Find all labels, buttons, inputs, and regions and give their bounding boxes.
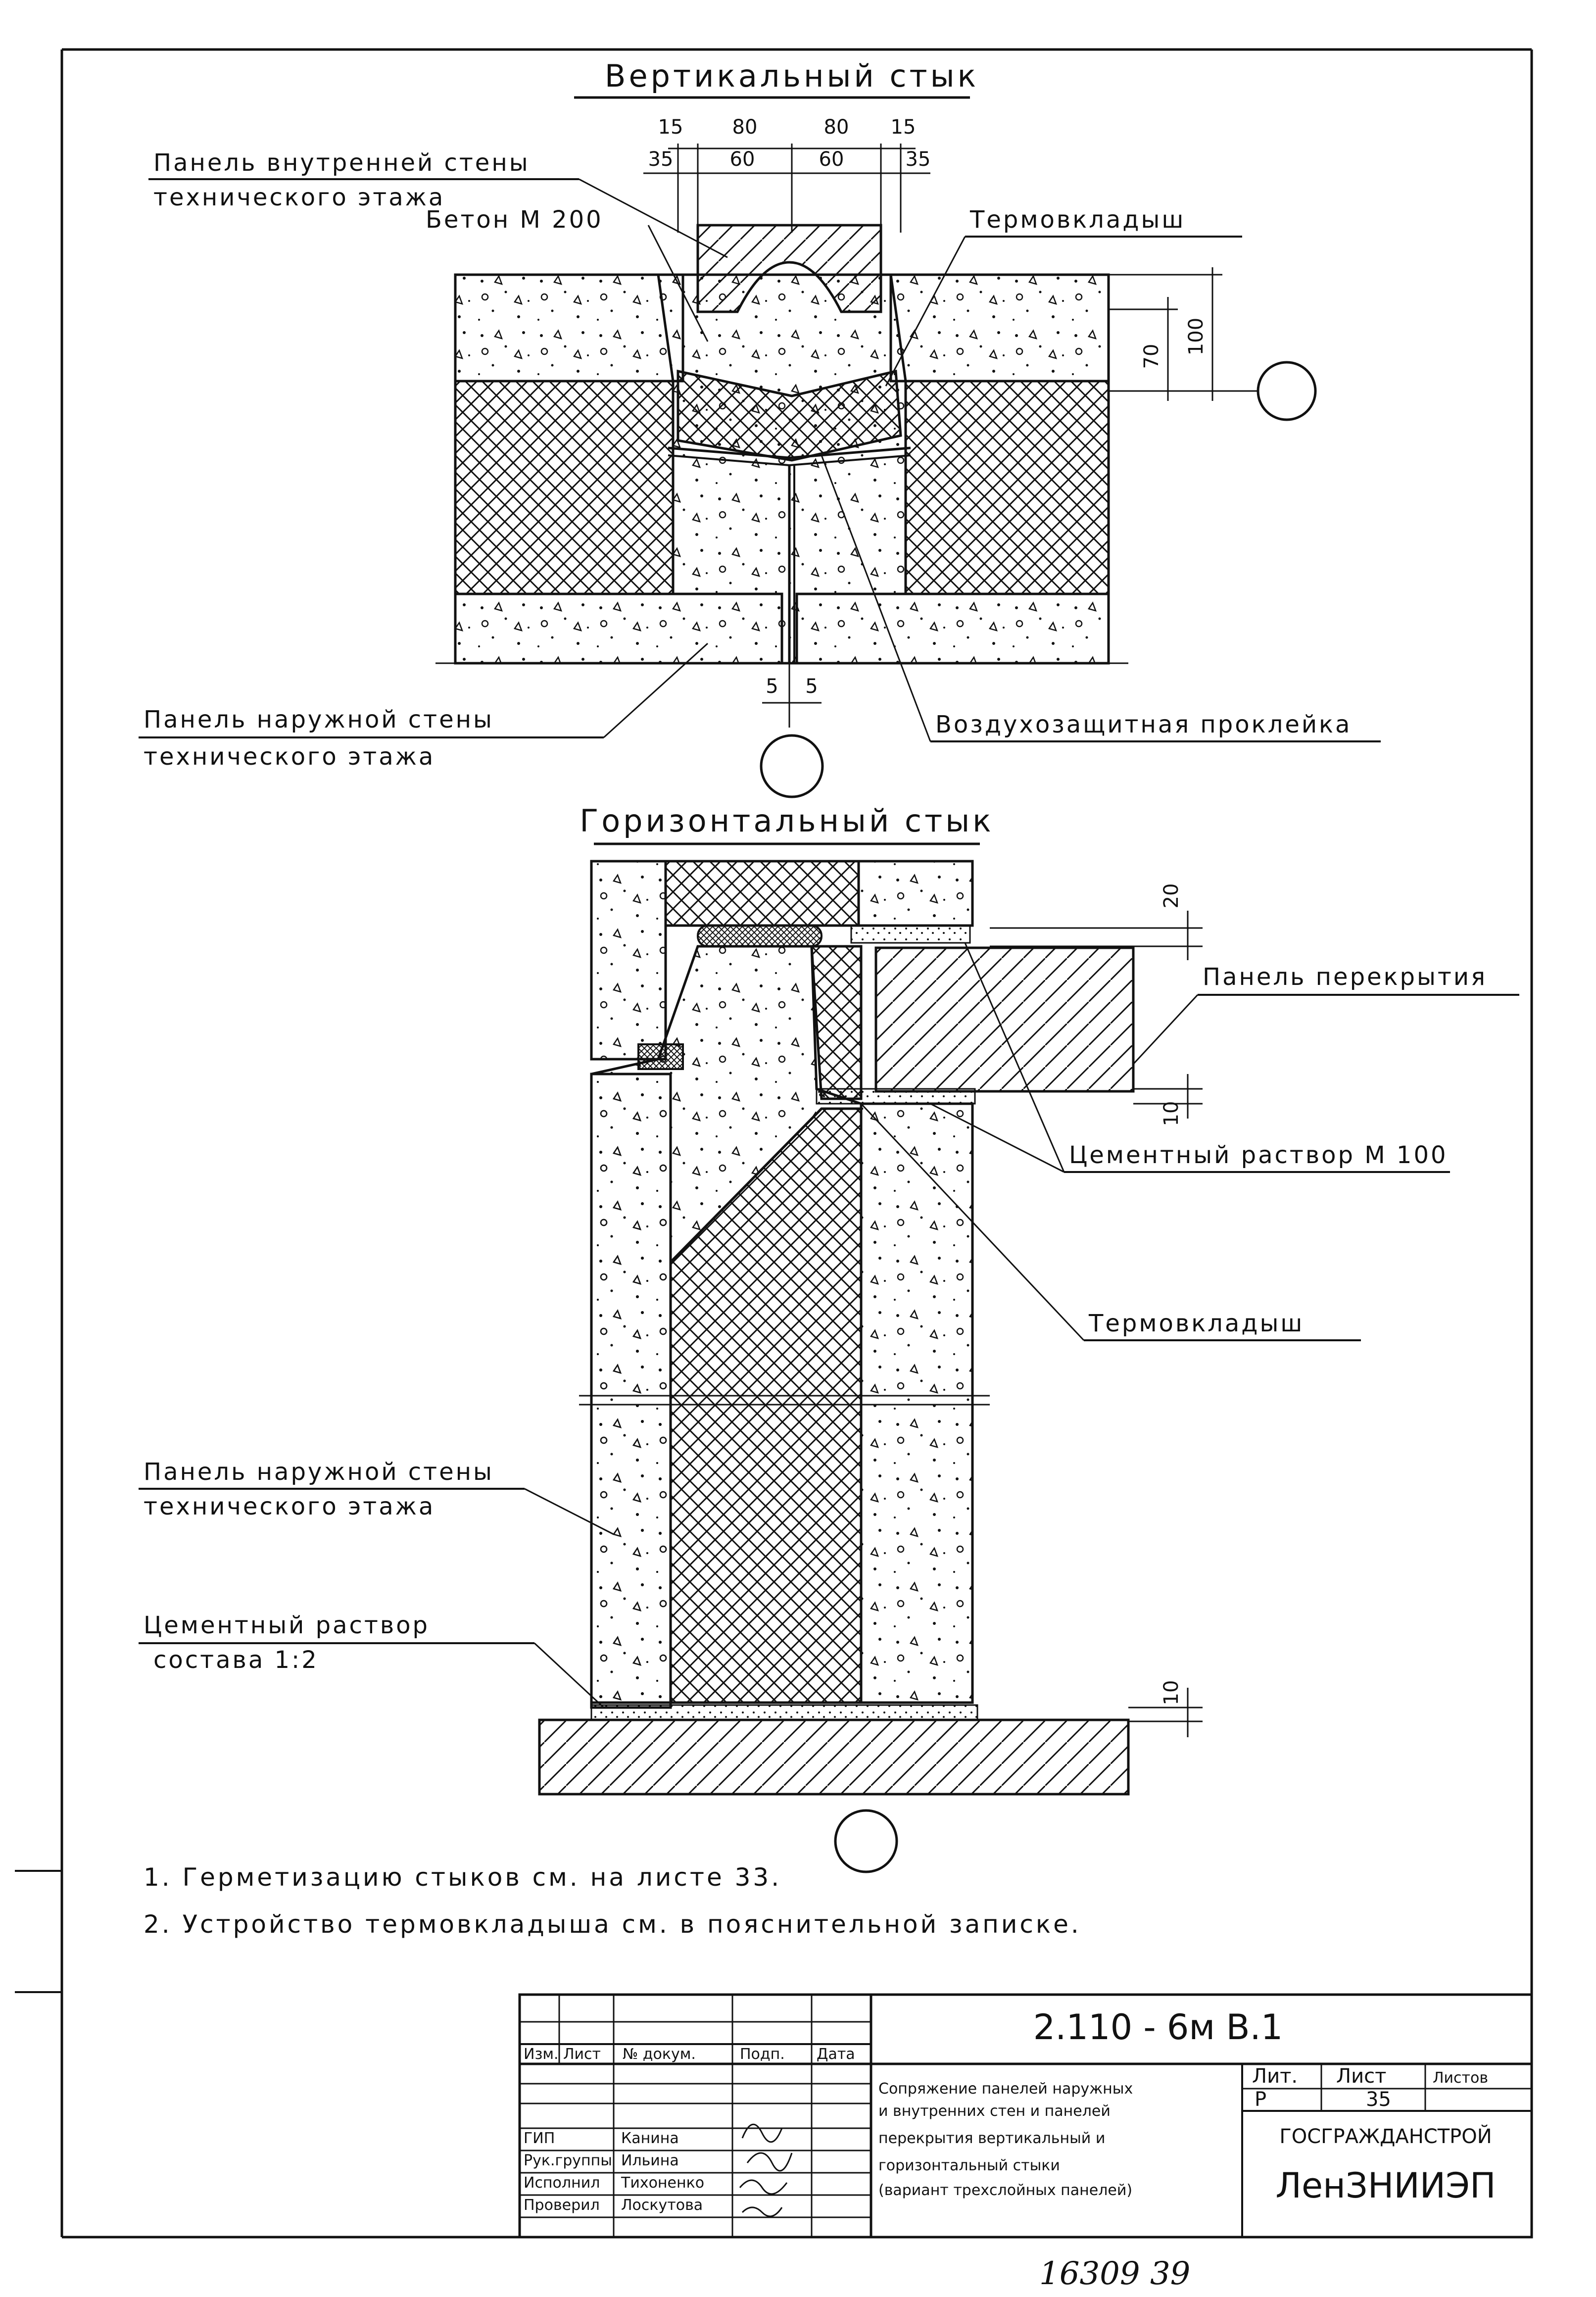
note-2: 2. Устройство термовкладыша см. в поясни… (144, 1910, 1081, 1939)
staff-name: Лоскутова (621, 2197, 703, 2214)
description-line: перекрытия вертикальный и (878, 2130, 1105, 2147)
staff-role: Проверил (524, 2197, 600, 2214)
outer-layer-left (454, 273, 684, 383)
outer-layer-right (889, 273, 1110, 383)
col-doc: № докум. (623, 2046, 696, 2063)
insulation-left (454, 380, 675, 595)
staff-name: Ильина (621, 2152, 679, 2169)
dim-label: 60 (730, 148, 755, 171)
label-outer-panel-h: Панель наружной стены (144, 1458, 494, 1486)
dim-label: 70 (1140, 344, 1163, 369)
inner-wall-panel (696, 224, 882, 313)
col-date: Дата (817, 2046, 855, 2063)
sealant (697, 925, 822, 947)
org-top: ГОСГРАЖДАНСТРОЙ (1279, 2124, 1492, 2148)
dim-label: 15 (658, 116, 683, 139)
dim-label: 5 (766, 675, 778, 698)
staff-name: Тихоненко (621, 2174, 704, 2192)
dim-label: 15 (891, 116, 916, 139)
dim-label: 60 (819, 148, 844, 171)
floor-slab (874, 946, 1135, 1093)
thermo-insert (677, 369, 902, 462)
label-cement-mix: Цементный раствор (144, 1612, 430, 1639)
description-line: Сопряжение панелей наружных (878, 2080, 1133, 2098)
staff-role: Исполнил (524, 2174, 600, 2192)
lower-panel-insulation (669, 1107, 863, 1704)
description-line: (вариант трехслойных панелей) (878, 2182, 1132, 2199)
dim-label: 100 (1185, 318, 1208, 355)
axis-marker (834, 1809, 898, 1873)
dim-label: 10 (1160, 1101, 1183, 1126)
label-cement-m100: Цементный раствор М 100 (1069, 1141, 1448, 1169)
inner-layer-left (454, 592, 783, 665)
upper-panel-insulation (664, 860, 860, 927)
staff-name: Канина (621, 2130, 679, 2147)
col-izm: Изм. (524, 2046, 559, 2063)
insulation-right (904, 380, 1110, 595)
col-sign: Подп. (740, 2046, 785, 2063)
sheet-value: 35 (1366, 2088, 1391, 2111)
notes: 1. Герметизацию стыков см. на листе 33. … (144, 1863, 1081, 1939)
dim-label: 35 (906, 148, 931, 171)
dim-label: 80 (824, 116, 849, 139)
signatures (739, 2123, 793, 2217)
description-line: и внутренних стен и панелей (878, 2102, 1111, 2120)
label-outer-panel-h2: технического этажа (144, 1493, 435, 1520)
label-outer-panel: Панель наружной стены (144, 706, 494, 733)
cement-layer-top (850, 925, 971, 944)
label-cement-mix-2: состава 1:2 (153, 1646, 319, 1674)
sheets-label: Листов (1433, 2069, 1488, 2087)
title-block: Изм. Лист № докум. Подп. Дата ГИП Канина… (518, 1993, 1533, 2239)
staff-role: Рук.группы (524, 2152, 612, 2169)
lower-panel-inner (860, 1102, 974, 1704)
col-list: Лист (563, 2046, 601, 2063)
stage-label: Лит. (1252, 2065, 1298, 2088)
dim-label: 20 (1160, 883, 1183, 909)
dim-label: 10 (1160, 1680, 1183, 1706)
staff-role: ГИП (524, 2130, 555, 2147)
air-seal-strip (668, 446, 911, 459)
label-thermo-insert: Термовкладыш (969, 206, 1185, 234)
base-mortar (590, 1704, 978, 1721)
thermo-insert-h (810, 945, 863, 1100)
dim-label: 35 (648, 148, 674, 171)
sheet-label: Лист (1336, 2065, 1386, 2088)
upper-panel-inner (857, 860, 974, 927)
inner-layer-right (795, 592, 1110, 665)
axis-marker (760, 734, 824, 798)
horizontal-joint-title: Горизонтальный стык (580, 803, 994, 839)
label-inner-panel: Панель внутренней стены (153, 149, 530, 177)
label-outer-panel-2: технического этажа (144, 743, 435, 771)
stage-value: Р (1255, 2088, 1266, 2111)
document-code: 2.110 - 6м В.1 (1033, 2007, 1283, 2048)
label-air-seal: Воздухозащитная проклейка (935, 711, 1352, 738)
label-slab-panel: Панель перекрытия (1203, 963, 1487, 991)
vertical-joint-title: Вертикальный стык (605, 58, 979, 94)
base-slab (538, 1718, 1130, 1796)
vertical-joint-diagram: Вертикальный стык 15 80 80 15 35 (139, 58, 1381, 798)
org-name: ЛенЗНИИЭП (1275, 2165, 1496, 2206)
archive-number: 16309 39 (1039, 2255, 1190, 2292)
note-1: 1. Герметизацию стыков см. на листе 33. (144, 1863, 781, 1892)
axis-marker (1257, 361, 1317, 421)
dim-label: 80 (732, 116, 758, 139)
dim-label: 5 (805, 675, 818, 698)
upper-panel-outer (590, 860, 667, 1061)
description-line: горизонтальный стыки (878, 2157, 1060, 2174)
label-concrete: Бетон М 200 (426, 206, 603, 234)
label-thermo-h: Термовкладыш (1088, 1310, 1304, 1337)
label-inner-panel-2: технического этажа (153, 184, 445, 211)
horizontal-joint-diagram: Горизонтальный стык 20 10 (139, 803, 1519, 1873)
